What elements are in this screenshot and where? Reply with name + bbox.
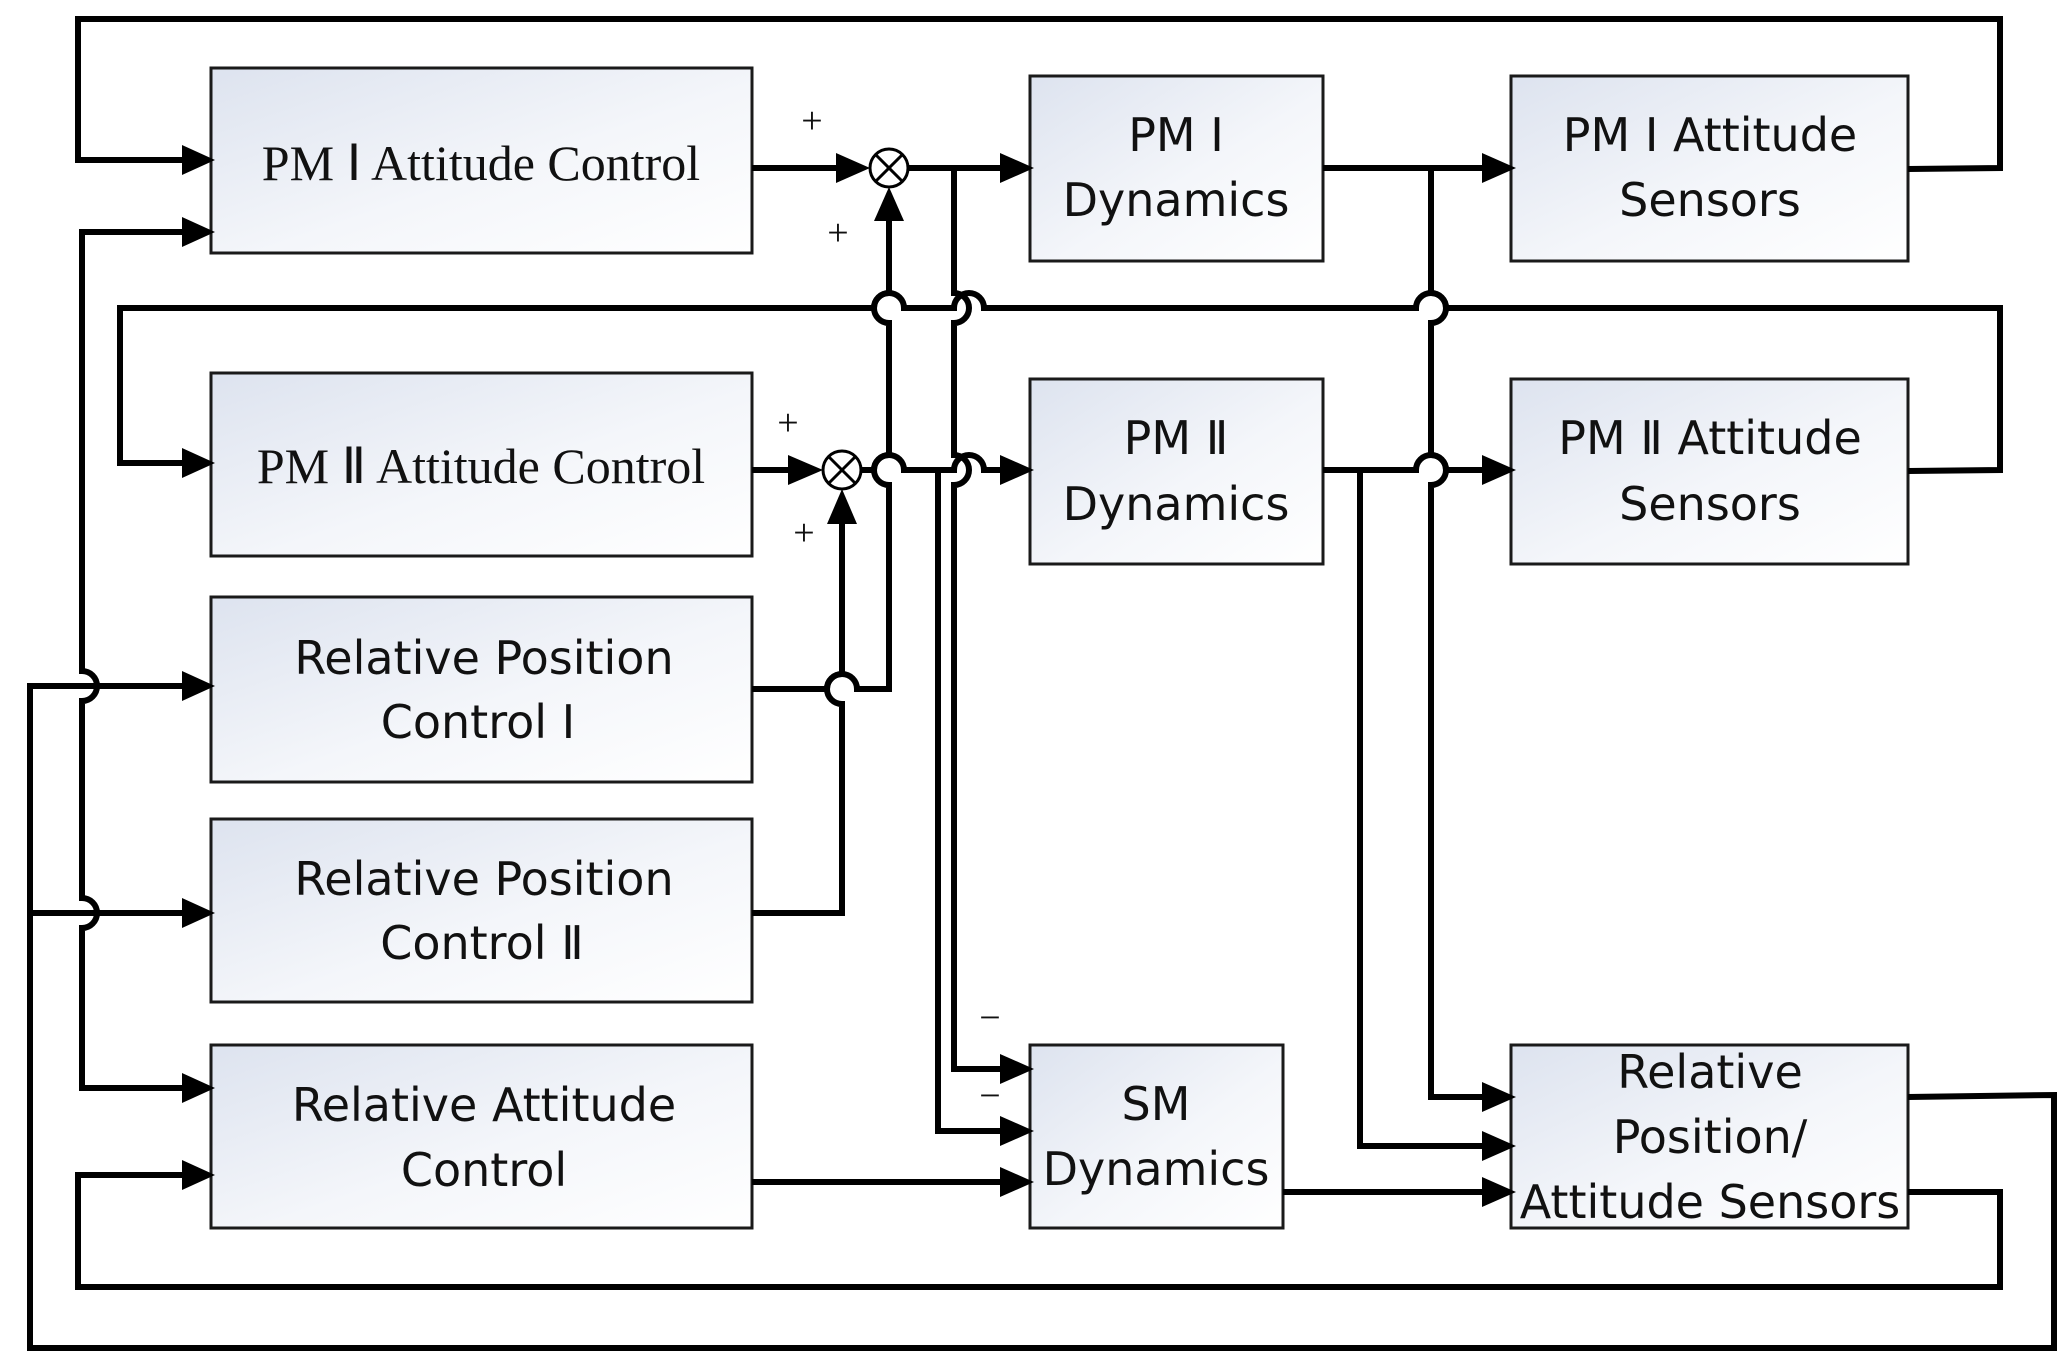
- arrowhead: [182, 145, 215, 175]
- arrowhead: [1000, 1116, 1034, 1146]
- left-bus-vertical: [79, 229, 182, 1091]
- block-label: Position/: [1613, 1110, 1808, 1164]
- block-label: Sensors: [1619, 173, 1801, 227]
- line-pm2-dyn-to-relative-sensors: [1357, 470, 1484, 1149]
- block-label: Relative Position: [294, 631, 673, 685]
- arrowhead: [1482, 1131, 1516, 1161]
- sign-minus: −: [979, 997, 1000, 1039]
- sign-plus: +: [793, 512, 814, 554]
- line-rpc2-to-sum2: [752, 518, 845, 916]
- line-pm2-force-to-sm: [935, 470, 1002, 1134]
- block-label: PM Ⅰ Attitude Control: [262, 135, 700, 191]
- block-label: Relative Attitude: [292, 1078, 676, 1132]
- connection-lines: [27, 16, 2057, 1351]
- block-label: PM Ⅱ Attitude Control: [257, 438, 705, 494]
- block-label: PM Ⅰ Attitude: [1563, 108, 1857, 162]
- arrowhead: [874, 187, 904, 221]
- arrowhead: [182, 898, 215, 928]
- arrowhead: [1482, 153, 1516, 183]
- block-label: Control Ⅱ: [380, 916, 584, 970]
- block-pm1-dynamics: PM Ⅰ Dynamics: [1028, 74, 1325, 263]
- arrowhead: [182, 1073, 215, 1103]
- block-pm1-attitude-sensors: PM Ⅰ Attitude Sensors: [1509, 74, 1910, 263]
- arrowhead: [182, 217, 215, 247]
- summing-junction-2: [821, 449, 863, 491]
- sign-plus: +: [777, 402, 798, 444]
- block-label: PM Ⅱ Attitude: [1558, 411, 1862, 465]
- block-relative-position-control-1: Relative Position Control Ⅰ: [209, 595, 754, 784]
- sign-plus: +: [801, 100, 822, 142]
- arrowhead: [1000, 1167, 1034, 1197]
- arrowhead: [1000, 1054, 1034, 1084]
- block-label: PM Ⅱ: [1124, 411, 1229, 465]
- sign-plus: +: [827, 212, 848, 254]
- arrowhead: [1482, 455, 1516, 485]
- block-label: Control Ⅰ: [381, 695, 575, 749]
- feedback-relative-position: [27, 683, 2057, 1351]
- sign-minus: −: [979, 1075, 1000, 1117]
- line-pm1-dyn-to-relative-sensors: [1428, 168, 1484, 1100]
- line-pm2-dynamics-to-sensors: [1323, 452, 1484, 473]
- block-pm2-attitude-sensors: PM Ⅱ Attitude Sensors: [1509, 377, 1910, 566]
- block-label: SM: [1122, 1077, 1191, 1131]
- block-pm2-dynamics: PM Ⅱ Dynamics: [1028, 377, 1325, 566]
- block-label: Attitude Sensors: [1520, 1175, 1900, 1229]
- arrowhead: [182, 1160, 215, 1190]
- arrowhead: [1482, 1177, 1516, 1207]
- feedback-pm1-attitude: [75, 16, 2003, 172]
- block-relative-position-attitude-sensors: Relative Position/ Attitude Sensors: [1509, 1043, 1910, 1230]
- block-label: Relative Position: [294, 852, 673, 906]
- block-label: Relative: [1617, 1045, 1803, 1099]
- block-label: Control: [401, 1143, 567, 1197]
- block-pm2-attitude-control: PM Ⅱ Attitude Control: [209, 371, 754, 558]
- arrowhead: [1482, 1082, 1516, 1112]
- block-label: Dynamics: [1063, 477, 1290, 531]
- arrowhead: [1000, 455, 1034, 485]
- feedback-relative-attitude: [75, 1172, 2003, 1290]
- arrowhead: [836, 153, 870, 183]
- arrowhead: [1000, 153, 1034, 183]
- arrowhead: [827, 489, 857, 524]
- block-label: Sensors: [1619, 477, 1801, 531]
- arrowhead: [788, 455, 823, 485]
- block-relative-attitude-control: Relative Attitude Control: [209, 1043, 754, 1230]
- block-sm-dynamics: SM Dynamics: [1028, 1043, 1285, 1230]
- summing-junction-1: [868, 147, 910, 189]
- block-pm1-attitude-control: PM Ⅰ Attitude Control: [209, 66, 754, 255]
- block-label: PM Ⅰ: [1128, 108, 1224, 162]
- block-label: Dynamics: [1043, 1142, 1270, 1196]
- arrowheads: [182, 145, 1516, 1207]
- block-label: Dynamics: [1063, 173, 1290, 227]
- block-relative-position-control-2: Relative Position Control Ⅱ: [209, 817, 754, 1004]
- arrowhead: [182, 671, 215, 701]
- line-pm1-force-to-sm: [951, 168, 1002, 1072]
- line-rpc1-to-sum1: [752, 215, 892, 692]
- arrowhead: [182, 448, 215, 478]
